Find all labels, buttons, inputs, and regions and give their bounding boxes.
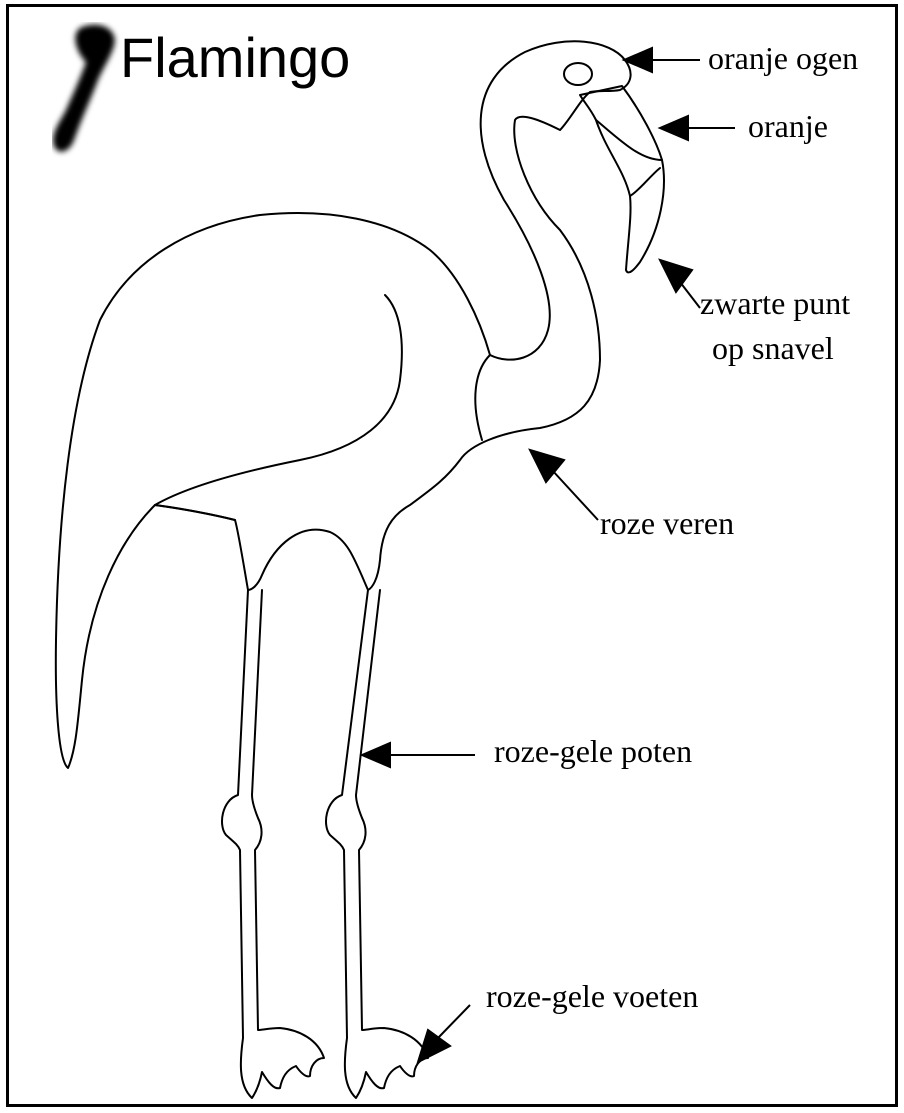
arrow-beak-tip bbox=[680, 282, 700, 308]
flamingo-left-leg bbox=[222, 590, 324, 1098]
flamingo-body-outline bbox=[56, 41, 631, 768]
flamingo-right-leg bbox=[326, 590, 428, 1098]
flamingo-eye bbox=[564, 63, 592, 85]
arrow-feet bbox=[438, 1005, 470, 1038]
label-legs: roze-gele poten bbox=[494, 733, 692, 770]
arrowhead-beak bbox=[660, 116, 688, 140]
label-feathers: roze veren bbox=[600, 505, 734, 542]
flamingo-wing-line bbox=[155, 295, 402, 505]
arrowhead-beak-tip bbox=[660, 260, 692, 292]
arrow-feathers bbox=[552, 470, 598, 520]
arrowhead-feet bbox=[418, 1030, 450, 1062]
arrowhead-eyes bbox=[624, 48, 652, 72]
label-beak: oranje bbox=[748, 108, 828, 145]
arrowhead-legs bbox=[362, 743, 390, 767]
label-feet: roze-gele voeten bbox=[486, 978, 698, 1015]
label-beak-tip-line1: zwarte punt bbox=[700, 285, 850, 322]
label-beak-tip-line2: op snavel bbox=[712, 330, 834, 367]
flamingo-beak bbox=[580, 86, 664, 272]
label-eyes: oranje ogen bbox=[708, 40, 858, 77]
